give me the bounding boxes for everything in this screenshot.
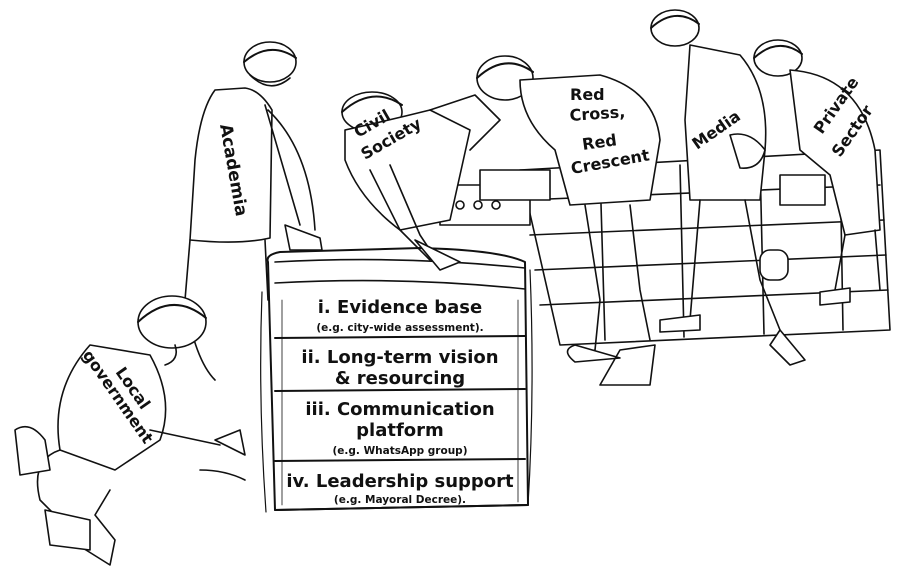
civil-society-worker [341,91,501,271]
label-red-crescent-1: Red [581,130,618,154]
row-4-note: (e.g. Mayoral Decree). [334,494,466,506]
red-cross-worker [476,55,661,386]
label-red-cross-1: Red [570,85,605,104]
row-2-title-line-1: ii. Long-term vision [301,347,498,368]
row-2-title-line-2: & resourcing [335,368,465,389]
foundation-block [260,247,533,513]
row-1-note: (e.g. city-wide assessment). [316,322,483,334]
row-4-title: iv. Leadership support [286,471,514,492]
media-worker [650,9,806,366]
label-red-cross-2: Cross, [569,102,626,125]
row-3-title-line-1: iii. Communication [305,399,494,420]
row-3-title-line-2: platform [356,420,444,441]
row-3-note: (e.g. WhatsApp group) [333,445,468,457]
local-government-worker [14,295,246,566]
private-sector-worker [753,39,881,306]
row-1-title: i. Evidence base [318,297,482,318]
